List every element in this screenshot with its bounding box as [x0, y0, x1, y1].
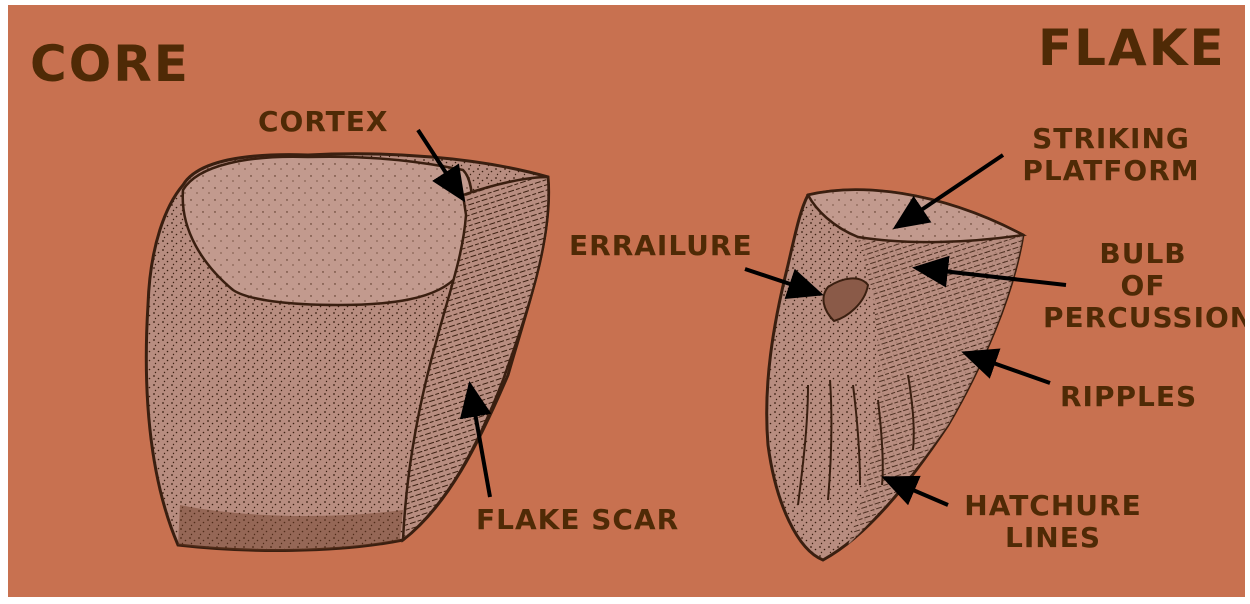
- label-striking-platform-line-1: STRIKING: [1006, 125, 1216, 153]
- label-errailure: ERRAILURE: [569, 232, 753, 260]
- label-bulb-line-1: BULB: [1043, 240, 1243, 268]
- label-striking-platform-line-2: PLATFORM: [1006, 157, 1216, 185]
- label-ripples: RIPPLES: [1060, 383, 1197, 411]
- label-hatchure-lines: HATCHURE LINES: [943, 492, 1163, 552]
- label-bulb-line-2: OF: [1043, 272, 1243, 300]
- label-hatchure-line-1: HATCHURE: [943, 492, 1163, 520]
- core-heading: CORE: [30, 39, 190, 89]
- label-hatchure-line-2: LINES: [943, 524, 1163, 552]
- flake-heading: FLAKE: [1038, 23, 1226, 73]
- label-bulb-of-percussion: BULB OF PERCUSSION: [1043, 240, 1243, 332]
- label-bulb-line-3: PERCUSSION: [1043, 304, 1243, 332]
- label-cortex: CORTEX: [258, 108, 388, 136]
- core-cortex-face: [183, 157, 472, 305]
- label-striking-platform: STRIKING PLATFORM: [1006, 125, 1216, 185]
- label-flake-scar: FLAKE SCAR: [476, 506, 679, 534]
- diagram-panel: CORE FLAKE CORTEX FLAKE SCAR STRIKING PL…: [8, 5, 1245, 597]
